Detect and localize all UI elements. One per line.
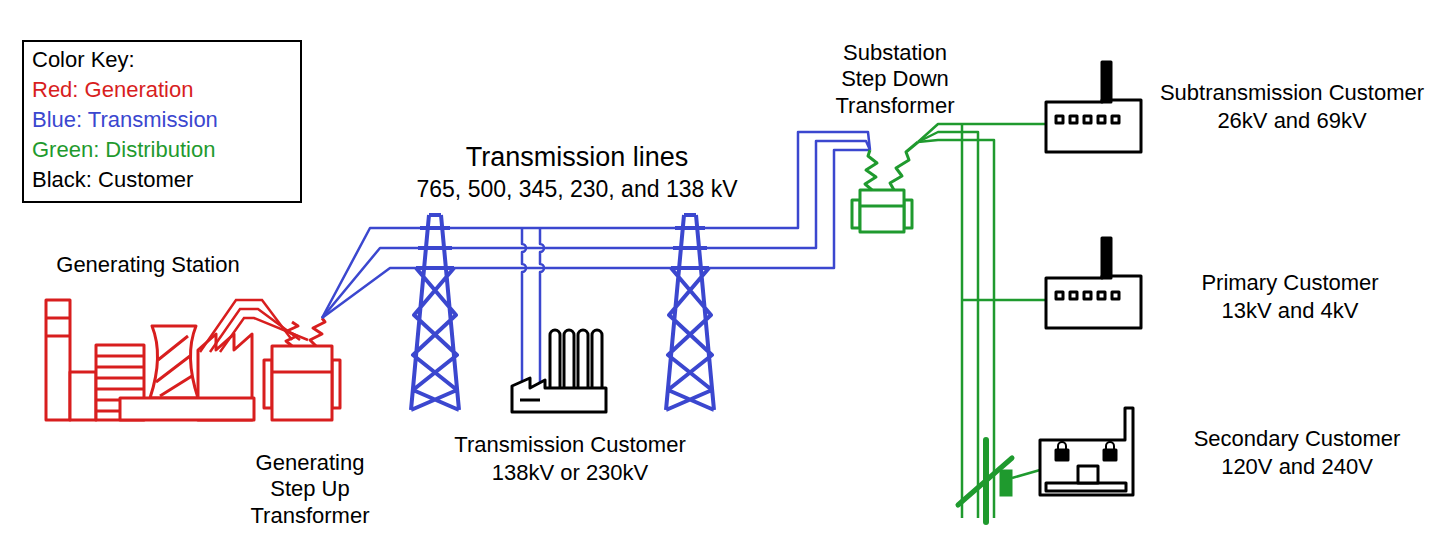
step-down-transformer bbox=[865, 150, 877, 190]
voltage-label: 26kV and 69kV bbox=[1217, 108, 1366, 134]
house-symbol bbox=[1040, 408, 1133, 495]
generating-station bbox=[150, 326, 198, 398]
generating-station bbox=[46, 318, 70, 336]
transmission-tower bbox=[411, 215, 459, 410]
step-down-transformer bbox=[860, 205, 904, 208]
step-down-transformer bbox=[860, 190, 904, 232]
voltage-note: 765, 500, 345, 230, and 138 kV bbox=[417, 176, 738, 204]
distribution-wires bbox=[918, 140, 994, 518]
distribution-wires bbox=[961, 124, 964, 518]
legend-text: Green: Distribution bbox=[32, 137, 215, 162]
step-up-transformer bbox=[286, 322, 298, 346]
house-symbol bbox=[1104, 450, 1116, 460]
transmission-wires bbox=[522, 228, 526, 382]
transmission-tower bbox=[666, 215, 714, 410]
generating-station bbox=[120, 398, 254, 420]
house-symbol bbox=[1056, 450, 1068, 460]
legend-entry: Black: Customer bbox=[32, 165, 292, 195]
distribution-wires bbox=[962, 299, 1046, 302]
distribution-wires bbox=[918, 124, 1046, 518]
legend-text: Black: Customer bbox=[32, 167, 193, 192]
generating-station bbox=[156, 336, 192, 396]
transmission-customer-factory bbox=[512, 378, 606, 412]
transmission-customer-factory bbox=[520, 399, 540, 402]
voltage-label: 120V and 240V bbox=[1221, 454, 1373, 480]
color-key: Color Key:Red: GenerationBlue: Transmiss… bbox=[22, 40, 302, 203]
transmission-customer-factory bbox=[550, 330, 602, 388]
step-up-transformer bbox=[310, 318, 325, 346]
transmission-wires bbox=[540, 228, 544, 386]
generating-station bbox=[46, 300, 70, 420]
generating-station bbox=[70, 372, 96, 420]
legend-entry: Blue: Transmission bbox=[32, 105, 292, 135]
house-symbol bbox=[1058, 442, 1066, 450]
step-up-transformer bbox=[264, 318, 340, 420]
customer-label: Primary Customer bbox=[1201, 270, 1378, 296]
transmission-customer-factory bbox=[512, 330, 606, 412]
customer-label: Subtransmission Customer bbox=[1160, 80, 1424, 106]
step-up-transformer bbox=[272, 346, 332, 420]
house-symbol bbox=[1078, 466, 1098, 483]
step-down-transformer bbox=[852, 142, 918, 232]
legend-entry: Red: Generation bbox=[32, 75, 292, 105]
component-label: Generating Step Up Transformer bbox=[240, 450, 380, 529]
legend-entry: Green: Distribution bbox=[32, 135, 292, 165]
distribution-wires bbox=[1012, 470, 1040, 478]
component-label: Substation Step Down Transformer bbox=[820, 40, 970, 119]
distribution-wires bbox=[918, 132, 978, 518]
transmission-wires bbox=[322, 132, 870, 318]
step-up-transformer bbox=[272, 371, 332, 374]
utility-pole bbox=[958, 440, 1012, 522]
transmission-wires bbox=[322, 150, 870, 318]
factory-symbol bbox=[1046, 238, 1141, 328]
house-symbol bbox=[1106, 442, 1114, 450]
transmission-wires bbox=[322, 141, 870, 318]
house-symbol bbox=[1040, 408, 1133, 495]
customer-label: Secondary Customer bbox=[1194, 426, 1401, 452]
utility-pole bbox=[958, 458, 1012, 505]
factory-symbol bbox=[1046, 62, 1141, 152]
voltage-label: 138kV or 230kV bbox=[492, 460, 649, 486]
utility-pole bbox=[1000, 470, 1012, 496]
component-label: Generating Station bbox=[56, 252, 239, 278]
step-down-transformer bbox=[890, 142, 918, 190]
legend-heading: Color Key: bbox=[32, 45, 292, 75]
legend-text: Red: Generation bbox=[32, 77, 193, 102]
section-title: Transmission lines bbox=[466, 141, 689, 173]
customer-label: Transmission Customer bbox=[454, 432, 685, 458]
legend-text: Blue: Transmission bbox=[32, 107, 218, 132]
generator-wires bbox=[200, 300, 308, 352]
voltage-label: 13kV and 4kV bbox=[1222, 298, 1359, 324]
